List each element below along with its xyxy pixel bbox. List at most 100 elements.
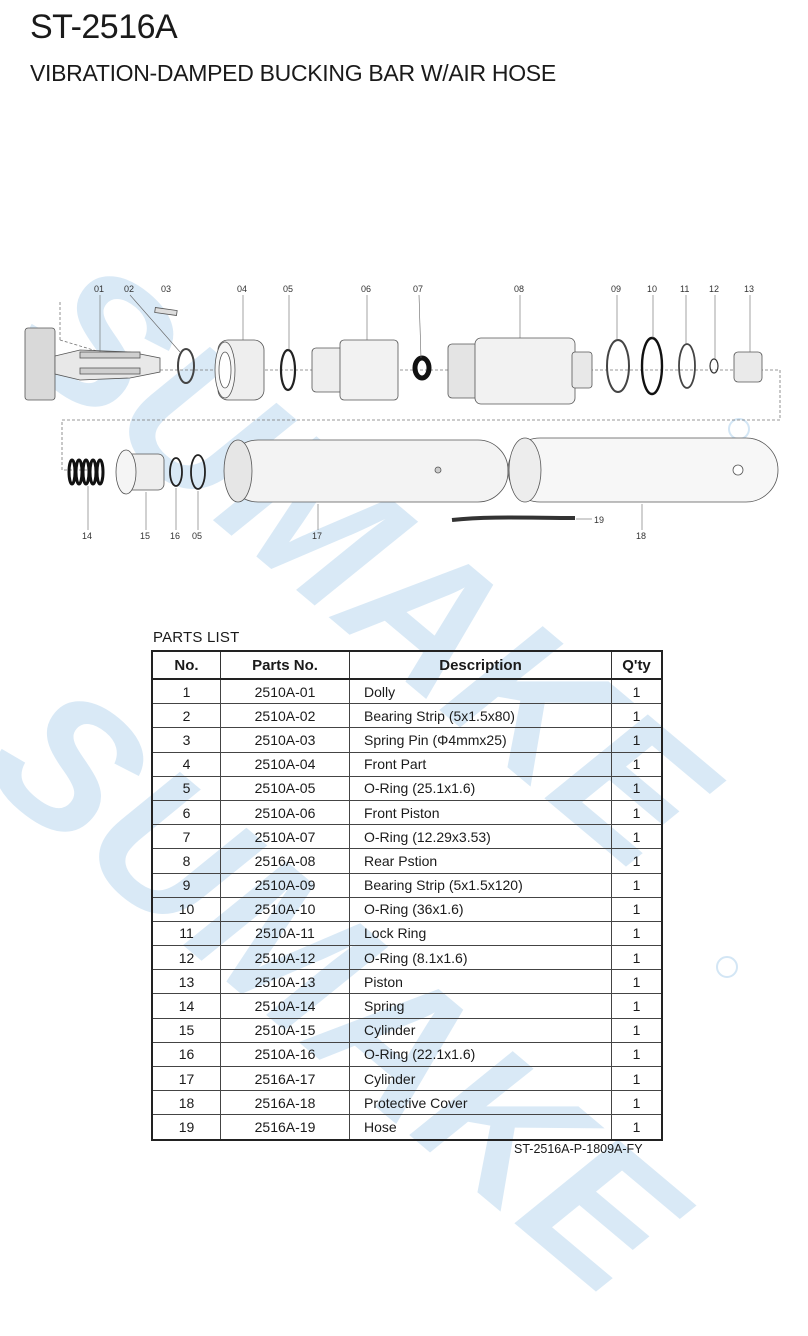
part-description-cell: Hose <box>349 1114 612 1141</box>
part-number-cell: 18 <box>151 1090 221 1116</box>
part-02-bearing-strip <box>177 348 195 384</box>
part-qty-cell: 1 <box>611 824 663 850</box>
callout-label: 06 <box>361 284 371 294</box>
callout-label: 18 <box>636 531 646 541</box>
part-03-spring-pin <box>154 307 178 316</box>
column-header-qty: Q'ty <box>611 650 663 680</box>
part-qty-cell: 1 <box>611 896 663 922</box>
part-06-front-piston <box>311 339 399 401</box>
part-15-cylinder <box>115 449 165 495</box>
part-17-cylinder <box>223 439 509 503</box>
part-description-cell: Protective Cover <box>349 1090 612 1116</box>
callout-label: 02 <box>124 284 134 294</box>
part-description-cell: Rear Pstion <box>349 848 612 874</box>
part-description-cell: O-Ring (12.29x3.53) <box>349 824 612 850</box>
part-11-lock-ring <box>678 343 696 389</box>
part-05-o-ring <box>279 348 297 392</box>
part-qty-cell: 1 <box>611 969 663 995</box>
part-qty-cell: 1 <box>611 872 663 898</box>
part-code-cell: 2510A-10 <box>220 896 350 922</box>
part-qty-cell: 1 <box>611 993 663 1019</box>
part-description-cell: Lock Ring <box>349 920 612 947</box>
part-qty-cell: 1 <box>611 775 663 801</box>
part-description-cell: Dolly <box>349 678 612 705</box>
part-description-cell: Spring Pin (Φ4mmx25) <box>349 727 612 753</box>
part-number-cell: 17 <box>151 1065 221 1092</box>
part-description-cell: Front Part <box>349 751 612 777</box>
part-qty-cell: 1 <box>611 1065 663 1092</box>
part-number-cell: 4 <box>151 751 221 777</box>
part-description-cell: Front Piston <box>349 799 612 826</box>
callout-label: 17 <box>312 531 322 541</box>
callout-label: 07 <box>413 284 423 294</box>
part-code-cell: 2516A-08 <box>220 848 350 874</box>
part-number-cell: 12 <box>151 945 221 971</box>
part-qty-cell: 1 <box>611 678 663 705</box>
callout-label: 08 <box>514 284 524 294</box>
part-code-cell: 2510A-09 <box>220 872 350 898</box>
part-qty-cell: 1 <box>611 727 663 753</box>
part-13-piston <box>733 351 763 383</box>
part-number-cell: 13 <box>151 969 221 995</box>
part-description-cell: O-Ring (22.1x1.6) <box>349 1041 612 1068</box>
callout-label: 12 <box>709 284 719 294</box>
part-code-cell: 2510A-03 <box>220 727 350 753</box>
part-number-cell: 1 <box>151 678 221 705</box>
part-code-cell: 2510A-12 <box>220 945 350 971</box>
callout-label: 05 <box>192 531 202 541</box>
part-07-o-ring <box>412 355 432 381</box>
callout-label: 10 <box>647 284 657 294</box>
part-qty-cell: 1 <box>611 703 663 729</box>
part-08-rear-piston <box>447 337 593 405</box>
part-description-cell: Piston <box>349 969 612 995</box>
part-code-cell: 2510A-11 <box>220 920 350 947</box>
part-number-cell: 7 <box>151 824 221 850</box>
part-description-cell: Cylinder <box>349 1065 612 1092</box>
part-code-cell: 2510A-04 <box>220 751 350 777</box>
part-number-cell: 6 <box>151 799 221 826</box>
part-16-o-ring <box>169 457 183 487</box>
callout-label: 11 <box>680 284 689 294</box>
part-description-cell: O-Ring (8.1x1.6) <box>349 945 612 971</box>
part-number-cell: 16 <box>151 1041 221 1068</box>
part-09-bearing-strip <box>606 339 630 393</box>
callout-label: 03 <box>161 284 171 294</box>
part-number-cell: 19 <box>151 1114 221 1141</box>
part-description-cell: O-Ring (25.1x1.6) <box>349 775 612 801</box>
column-header-parts-no: Parts No. <box>220 650 350 680</box>
callout-label: 13 <box>744 284 754 294</box>
model-number: ST-2516A <box>30 8 178 46</box>
part-number-cell: 9 <box>151 872 221 898</box>
part-number-cell: 3 <box>151 727 221 753</box>
part-19-hose <box>451 515 576 522</box>
part-qty-cell: 1 <box>611 848 663 874</box>
part-number-cell: 8 <box>151 848 221 874</box>
product-title: VIBRATION-DAMPED BUCKING BAR W/AIR HOSE <box>30 60 556 86</box>
part-04-front-part <box>214 339 265 401</box>
document-code: ST-2516A-P-1809A-FY <box>514 1142 643 1156</box>
part-qty-cell: 1 <box>611 799 663 826</box>
part-qty-cell: 1 <box>611 751 663 777</box>
part-qty-cell: 1 <box>611 1114 663 1141</box>
part-05-o-ring-second <box>190 454 206 490</box>
part-qty-cell: 1 <box>611 1090 663 1116</box>
part-qty-cell: 1 <box>611 945 663 971</box>
part-qty-cell: 1 <box>611 920 663 947</box>
part-code-cell: 2510A-01 <box>220 678 350 705</box>
column-header-description: Description <box>349 650 612 680</box>
